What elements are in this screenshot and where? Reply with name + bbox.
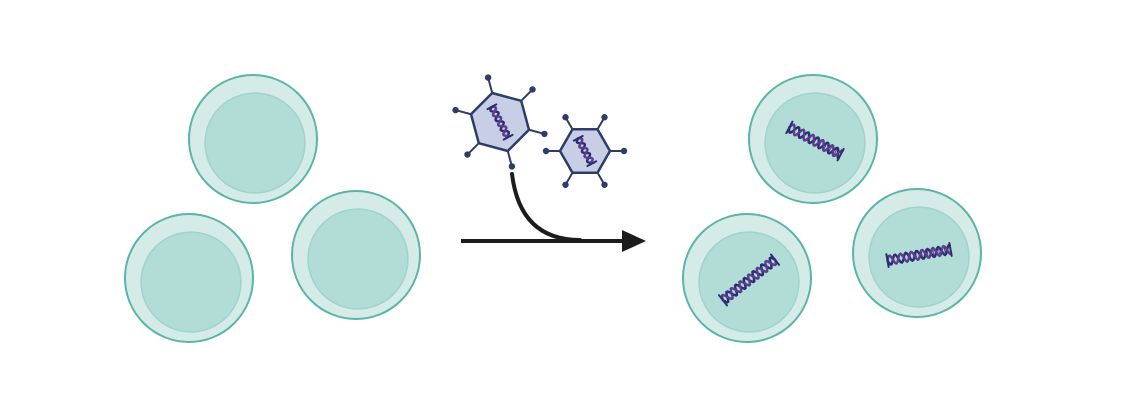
virus-dna-icon bbox=[486, 103, 514, 141]
dna-end bbox=[717, 294, 728, 307]
virus-spike-tip bbox=[562, 114, 569, 121]
dna-strand-b bbox=[886, 244, 953, 265]
cell-before-right bbox=[291, 190, 421, 320]
arrow-head bbox=[622, 230, 646, 252]
cell-nucleus bbox=[764, 92, 866, 194]
dna-strand-b bbox=[720, 258, 778, 302]
virus-spike-tip bbox=[562, 181, 569, 188]
virus-spike-tip bbox=[464, 151, 471, 158]
viruses-group bbox=[452, 74, 628, 188]
cell-before-top bbox=[188, 74, 318, 204]
virus-spike-tip bbox=[529, 86, 536, 93]
arrow-curve bbox=[510, 172, 582, 242]
virus-spike-tip bbox=[541, 130, 548, 138]
cell-nucleus bbox=[204, 92, 306, 194]
dna-end bbox=[885, 253, 890, 268]
cell-nucleus bbox=[307, 208, 409, 310]
dna-end bbox=[572, 134, 584, 142]
dna-strand-b bbox=[788, 123, 844, 158]
dna-end bbox=[586, 160, 598, 168]
virus-spike-tip bbox=[542, 147, 550, 155]
dna-strand-b bbox=[490, 105, 512, 138]
dna-helix-icon bbox=[717, 253, 781, 307]
dna-rung bbox=[938, 248, 941, 255]
dna-end bbox=[836, 147, 845, 162]
dna-end bbox=[486, 103, 498, 111]
dna-rung bbox=[943, 247, 946, 254]
dna-rung bbox=[833, 149, 838, 155]
cell-after-left bbox=[682, 213, 812, 343]
dna-helix-icon bbox=[785, 120, 845, 162]
dna-end bbox=[502, 133, 514, 141]
dna-rung bbox=[932, 249, 935, 256]
dna-rung bbox=[828, 146, 833, 152]
cells-before-group bbox=[124, 74, 421, 343]
cells-after-group bbox=[682, 74, 982, 343]
virus-spike-tip bbox=[620, 147, 628, 155]
virus-dna-icon bbox=[572, 134, 598, 168]
virus-spike-tip bbox=[452, 106, 459, 114]
virus-large bbox=[452, 74, 548, 170]
dna-end bbox=[785, 120, 794, 135]
dna-strand-b bbox=[577, 137, 594, 166]
curved-merge-arrow-icon bbox=[461, 172, 646, 252]
cell-before-left bbox=[124, 213, 254, 343]
dna-strand-a bbox=[787, 125, 840, 160]
virus-spike-tip bbox=[601, 181, 608, 188]
dna-rung bbox=[926, 250, 929, 257]
dna-end bbox=[770, 253, 781, 266]
dna-strand-a bbox=[575, 137, 595, 164]
virus-small bbox=[542, 114, 628, 188]
cell-nucleus bbox=[140, 231, 242, 333]
dna-rung bbox=[823, 143, 827, 150]
cell-after-top bbox=[748, 74, 878, 204]
dna-helix-icon bbox=[885, 242, 953, 268]
cell-after-right bbox=[852, 188, 982, 318]
virus-spike-tip bbox=[484, 74, 492, 81]
virus-spike-tip bbox=[601, 114, 608, 121]
virus-spike-tip bbox=[508, 163, 516, 170]
dna-end bbox=[948, 242, 953, 257]
virus-capsid bbox=[558, 128, 612, 174]
